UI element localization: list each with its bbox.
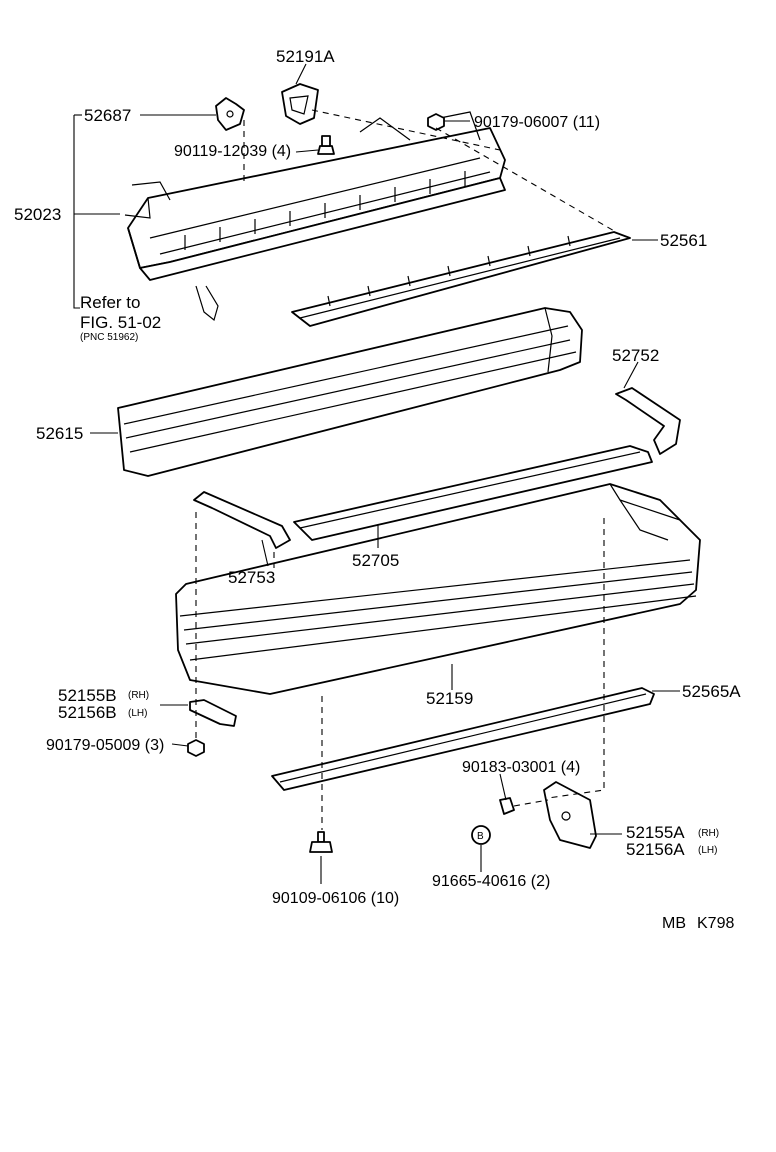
label-refer-to: Refer to — [80, 293, 140, 312]
retainer-52565A — [271, 687, 655, 791]
svg-text:B: B — [477, 831, 484, 842]
cover-52159 — [175, 483, 701, 695]
label-52155A-side: (RH) — [698, 828, 719, 839]
label-52705: 52705 — [352, 551, 399, 570]
bracket-52155B — [189, 699, 237, 727]
label-90179-05009: 90179-05009 (3) — [46, 737, 164, 754]
label-52155B: 52155B — [58, 686, 117, 705]
label-52155B-side: (RH) — [128, 690, 149, 701]
clip-52687 — [215, 97, 245, 131]
screw-90109-06106 — [309, 831, 333, 853]
label-52156B: 52156B — [58, 703, 117, 722]
bolt-90119-12039 — [317, 135, 335, 155]
label-90179-06007: 90179-06007 (11) — [474, 114, 600, 131]
label-90183-03001: 90183-03001 (4) — [462, 759, 580, 776]
extension-52753 — [193, 491, 291, 549]
label-52023: 52023 — [14, 205, 61, 224]
label-52615: 52615 — [36, 424, 83, 443]
b-marker — [471, 825, 491, 845]
label-52687: 52687 — [84, 106, 131, 125]
part-labels: 52191A 52687 90179-06007 (11) 90119-1203… — [14, 47, 741, 932]
bracket-52191A — [281, 83, 319, 125]
label-52561: 52561 — [660, 231, 707, 250]
retainer-52561 — [291, 231, 631, 327]
label-52156A: 52156A — [626, 840, 685, 859]
label-52752: 52752 — [612, 346, 659, 365]
label-90109-06106: 90109-06106 (10) — [272, 890, 399, 907]
label-pnc-51962: (PNC 51962) — [80, 332, 138, 343]
label-90119-12039: 90119-12039 (4) — [174, 143, 291, 160]
label-k798: K798 — [697, 915, 734, 932]
label-mb: MB — [662, 915, 686, 932]
label-52156A-side: (LH) — [698, 845, 717, 856]
strip-52705 — [293, 445, 653, 541]
leader-lines — [73, 63, 680, 884]
label-91665-40616: 91665-40616 (2) — [432, 873, 550, 890]
label-52753: 52753 — [228, 568, 275, 587]
nut-90179-06007 — [427, 113, 445, 131]
nut-90183-03001 — [499, 797, 515, 815]
reinforcement-52023 — [124, 111, 506, 281]
label-fig-51-02: FIG. 51-02 — [80, 313, 161, 332]
label-52191A: 52191A — [276, 47, 335, 66]
nut-90179-05009 — [187, 739, 205, 757]
wire-clip — [195, 285, 219, 322]
label-52565A: 52565A — [682, 682, 741, 701]
label-52159: 52159 — [426, 689, 473, 708]
label-52156B-side: (LH) — [128, 708, 147, 719]
guide-lines — [195, 109, 617, 830]
absorber-52615 — [117, 307, 583, 477]
extension-52752 — [615, 387, 681, 455]
label-52155A: 52155A — [626, 823, 685, 842]
